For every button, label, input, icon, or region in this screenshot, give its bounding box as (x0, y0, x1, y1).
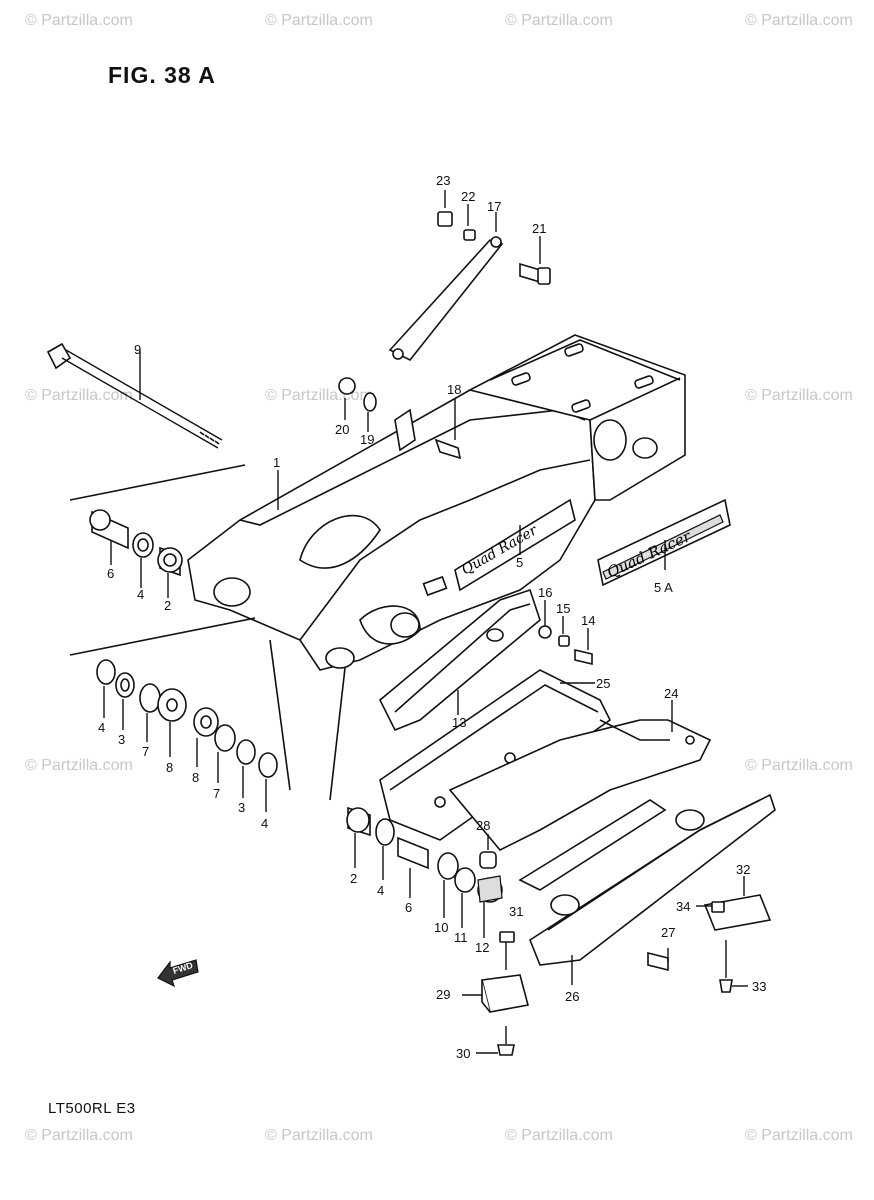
bracket-29-group (462, 931, 529, 1056)
swingarm-body-part (187, 369, 596, 671)
collar-28 (479, 834, 497, 869)
model-code: LT500RL E3 (48, 1100, 136, 1117)
clip-32-group (696, 876, 772, 993)
callout-label: 4 (98, 720, 105, 735)
callout-label: 28 (476, 818, 490, 833)
callout-label: 16 (538, 585, 552, 600)
fasteners-top (338, 190, 551, 460)
fasteners-mid (538, 600, 593, 666)
callout-layer: 23 22 17 21 9 18 20 19 1 5 5 A 6 4 2 16 … (98, 173, 766, 1061)
callout-label: 33 (752, 979, 766, 994)
callout-label: 11 (454, 930, 468, 945)
nut-20 (338, 377, 356, 395)
callout-label: 4 (377, 883, 384, 898)
bushing-group-lower (329, 667, 503, 938)
callout-label: 17 (487, 199, 501, 214)
callout-label: 6 (107, 566, 114, 581)
callout-label: 27 (661, 925, 675, 940)
callout-label: 1 (273, 455, 280, 470)
watermark: © Partzilla.com (265, 387, 373, 404)
callout-label: 30 (456, 1046, 470, 1061)
watermark: © Partzilla.com (505, 12, 613, 29)
callout-label: 19 (360, 432, 374, 447)
callout-label: 8 (166, 760, 173, 775)
watermark: © Partzilla.com (745, 757, 853, 774)
watermark: © Partzilla.com (265, 12, 373, 29)
callout-label: 4 (261, 816, 268, 831)
callout-label: 22 (461, 189, 475, 204)
bushing-group-middle (96, 639, 291, 812)
bolt-27 (647, 948, 669, 972)
callout-label: 29 (436, 987, 450, 1002)
chain-slider-part (379, 588, 541, 732)
callout-label: 2 (350, 871, 357, 886)
callout-label: 15 (556, 601, 570, 616)
watermark: © Partzilla.com (745, 1127, 853, 1144)
figure-title: FIG. 38 A (108, 62, 216, 88)
callout-label: 9 (134, 342, 141, 357)
callout-label: 21 (532, 221, 546, 236)
washer-19 (363, 392, 377, 412)
callout-label: 4 (137, 587, 144, 602)
watermark: © Partzilla.com (25, 387, 133, 404)
callout-label: 26 (565, 989, 579, 1004)
bushing-group-upper (69, 464, 256, 656)
watermark: © Partzilla.com (25, 1127, 133, 1144)
callout-label: 32 (736, 862, 750, 877)
callout-label: 8 (192, 770, 199, 785)
callout-label: 10 (434, 920, 448, 935)
callout-label: 20 (335, 422, 349, 437)
callout-label: 31 (509, 904, 523, 919)
callout-label: 14 (581, 613, 595, 628)
callout-label: 34 (676, 899, 690, 914)
fwd-arrow-icon: FWD (157, 959, 199, 988)
guard-bracket-part (448, 700, 712, 891)
watermark: © Partzilla.com (745, 387, 853, 404)
skid-plate-part (529, 793, 776, 985)
watermark: © Partzilla.com (265, 1127, 373, 1144)
callout-label: 24 (664, 686, 678, 701)
bolt-18 (434, 438, 462, 460)
callout-label: 13 (452, 715, 466, 730)
watermark: © Partzilla.com (745, 12, 853, 29)
callout-label: 3 (238, 800, 245, 815)
callout-label: 5 (516, 555, 523, 570)
callout-label: 3 (118, 732, 125, 747)
callout-label: 25 (596, 676, 610, 691)
callout-label: 2 (164, 598, 171, 613)
decal-5a-part: Quad Racer (597, 498, 731, 587)
nut-22 (463, 229, 476, 241)
collar-23 (437, 211, 453, 227)
shock-link-part (388, 212, 504, 452)
watermark: © Partzilla.com (25, 12, 133, 29)
pivot-bolt-part (46, 342, 223, 449)
chain-guard-part (379, 669, 612, 841)
callout-label: 5 A (654, 580, 673, 595)
callout-label: 7 (213, 786, 220, 801)
axle-bracket-part (467, 334, 686, 501)
callout-label: 18 (447, 382, 461, 397)
watermark: © Partzilla.com (505, 1127, 613, 1144)
callout-label: 12 (475, 940, 489, 955)
bolt-21 (519, 262, 541, 284)
callout-label: 23 (436, 173, 450, 188)
callout-label: 6 (405, 900, 412, 915)
watermark: © Partzilla.com (25, 757, 133, 774)
callout-label: 7 (142, 744, 149, 759)
